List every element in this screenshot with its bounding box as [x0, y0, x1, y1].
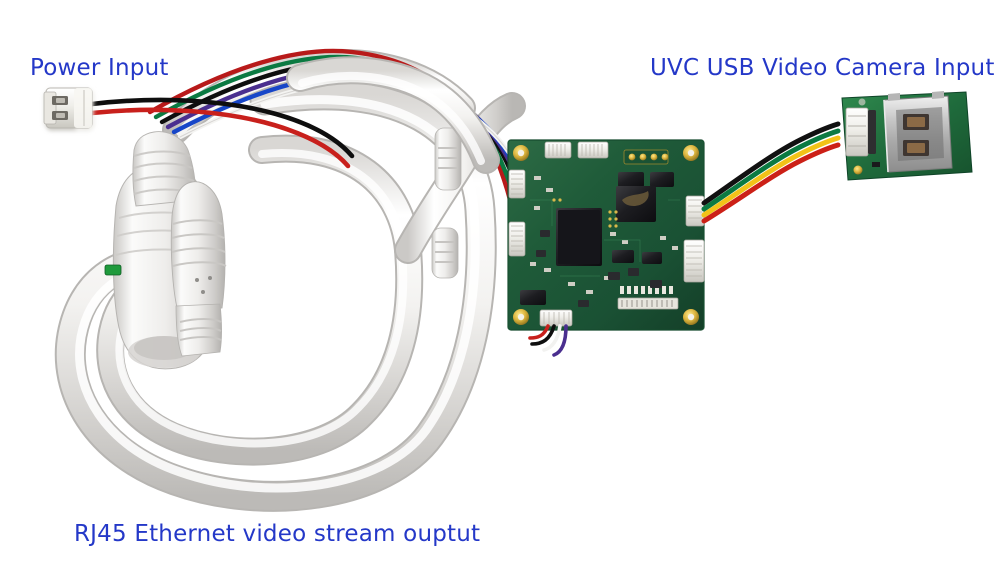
- label-power-input: Power Input: [30, 55, 169, 81]
- rj45-connector-shroud: [170, 181, 227, 357]
- label-rj45-ethernet-output: RJ45 Ethernet video stream ouptut: [74, 521, 481, 547]
- board-power-connector: [539, 309, 573, 327]
- solder-pads: [552, 198, 618, 228]
- board-connector-left-2: [508, 221, 526, 257]
- board-connector-right-2: [683, 239, 705, 283]
- power-connector: [43, 87, 93, 129]
- main-pcb: [507, 139, 705, 331]
- power-wire-pair: [89, 97, 355, 169]
- bottom-pin-headers: [617, 286, 679, 310]
- mounting-holes: [513, 145, 699, 325]
- board-connector-usb: [685, 195, 705, 227]
- status-led: [104, 264, 122, 276]
- cable-arch-overlay: [286, 56, 500, 174]
- smd-components-dark: [536, 230, 662, 307]
- usb-ribbon-wires: [701, 121, 841, 224]
- label-uvc-usb-video-camera-input: UVC USB Video Camera Input: [650, 55, 995, 81]
- cable-ferrule-lower: [431, 227, 459, 279]
- board-connector-top-2: [577, 141, 609, 159]
- cable-ferrule: [434, 127, 462, 191]
- board-connector-top-1: [544, 141, 572, 159]
- smd-components: [530, 176, 678, 294]
- test-pads: [623, 149, 669, 165]
- board-connector-left-1: [508, 169, 526, 199]
- usb-a-port: [883, 91, 953, 173]
- pcb-traces: [530, 199, 680, 277]
- pcb-power-wires: [528, 324, 568, 357]
- usb-adapter-board: [841, 91, 973, 181]
- usb-board-connector: [845, 107, 876, 157]
